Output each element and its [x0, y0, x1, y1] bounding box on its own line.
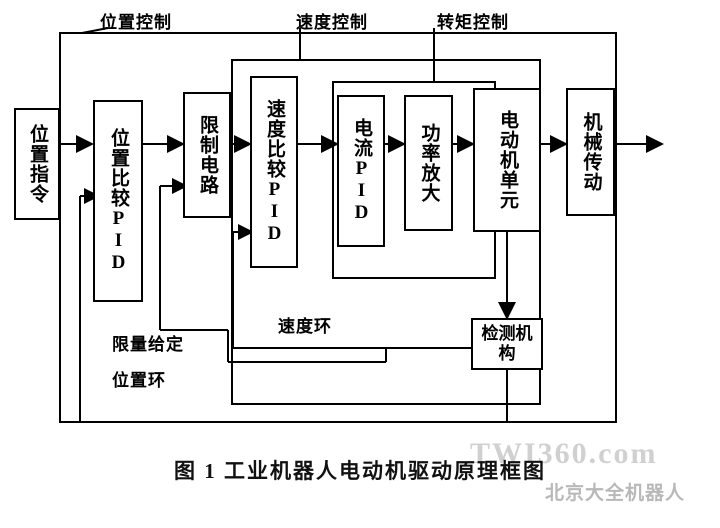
block-position-compare-pid-label: 位置比较PID — [107, 128, 129, 274]
label-torque-control: 转矩控制 — [437, 13, 509, 32]
block-position-command-label: 位置指令 — [26, 124, 48, 204]
block-motor-unit-label: 电动机单元 — [496, 110, 518, 210]
block-detection-mechanism[interactable]: 检测机构 — [471, 318, 543, 370]
block-limit-circuit-label: 限制电路 — [196, 115, 218, 195]
block-detection-mechanism-label: 检测机构 — [481, 324, 533, 363]
block-mechanical-transmission[interactable]: 机械传动 — [566, 88, 615, 216]
label-limit-setting: 限量给定 — [112, 335, 184, 354]
label-position-control: 位置控制 — [100, 13, 172, 32]
block-current-pid-label: 电流PID — [350, 118, 372, 224]
block-power-amplifier-label: 功率放大 — [418, 123, 440, 203]
block-limit-circuit[interactable]: 限制电路 — [183, 92, 231, 218]
block-current-pid[interactable]: 电流PID — [337, 95, 385, 247]
block-mechanical-transmission-label: 机械传动 — [580, 112, 602, 192]
block-position-command[interactable]: 位置指令 — [14, 108, 60, 220]
label-speed-loop: 速度环 — [278, 317, 332, 336]
block-speed-compare-pid-label: 速度比较PID — [263, 99, 285, 245]
block-power-amplifier[interactable]: 功率放大 — [404, 95, 453, 231]
block-motor-unit[interactable]: 电动机单元 — [473, 88, 541, 232]
block-position-compare-pid[interactable]: 位置比较PID — [93, 100, 143, 302]
figure-caption: 图 1 工业机器人电动机驱动原理框图 — [174, 459, 546, 483]
label-position-loop: 位置环 — [112, 371, 166, 390]
label-speed-control: 速度控制 — [296, 13, 368, 32]
block-speed-compare-pid[interactable]: 速度比较PID — [250, 76, 298, 268]
